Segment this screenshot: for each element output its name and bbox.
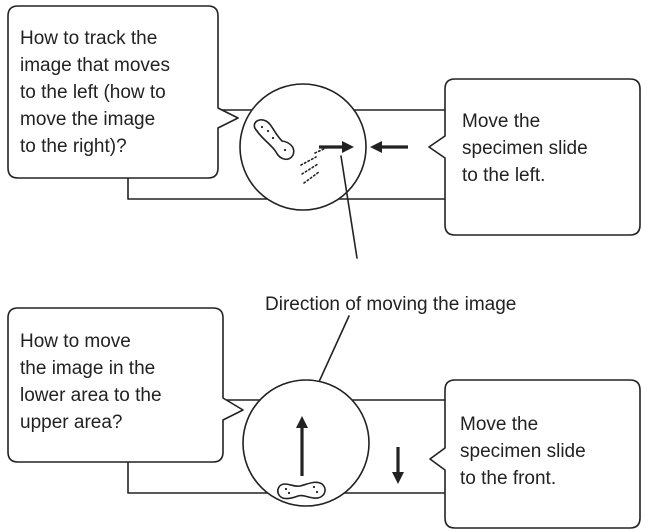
top-question-line: image that moves: [20, 55, 170, 76]
bottom-answer-line: specimen slide: [460, 441, 586, 462]
bottom-answer-text: Move the specimen slide to the front.: [460, 414, 586, 489]
bottom-question-text: How to move the image in the lower area …: [20, 331, 162, 433]
top-question-line: to the right)?: [20, 136, 127, 157]
top-question-line: move the image: [20, 109, 155, 130]
top-panel: [7, 5, 641, 236]
top-question-bubble: [7, 5, 239, 179]
leader-line-top: [340, 155, 358, 259]
top-field-of-view: [239, 83, 367, 211]
top-question-text: How to track the image that moves to the…: [20, 28, 170, 157]
top-question-line: to the left (how to: [20, 82, 166, 103]
top-arrow-right: [319, 141, 354, 153]
leader-line-bottom: [317, 315, 350, 385]
bottom-question-line: the image in the: [20, 358, 155, 379]
direction-label: Direction of moving the image: [265, 294, 516, 315]
bottom-question-line: How to move: [20, 331, 131, 352]
bottom-arrow-down: [392, 447, 404, 484]
top-specimen-blob: [253, 119, 295, 161]
top-answer-line: Move the: [462, 111, 540, 132]
direction-leaders: [317, 155, 358, 385]
bottom-question-bubble: [7, 307, 244, 463]
bottom-question-line: upper area?: [20, 412, 122, 433]
top-question-line: How to track the: [20, 28, 157, 49]
bottom-answer-line: to the front.: [460, 468, 556, 489]
bottom-field-of-view: [242, 379, 370, 507]
bottom-answer-line: Move the: [460, 414, 538, 435]
bottom-question-line: lower area to the: [20, 385, 162, 406]
top-answer-line: specimen slide: [462, 138, 588, 159]
bottom-specimen-blob: [277, 481, 326, 500]
top-answer-line: to the left.: [462, 165, 545, 186]
top-answer-text: Move the specimen slide to the left.: [462, 111, 588, 186]
top-answer-bubble: [428, 78, 641, 236]
bottom-panel: [7, 307, 641, 529]
top-specimen-dots: [260, 125, 287, 152]
top-arrow-left: [370, 141, 408, 153]
bottom-specimen-dots: [284, 485, 319, 495]
bottom-answer-bubble: [429, 379, 641, 529]
bottom-arrow-up: [296, 416, 308, 476]
top-motion-trail: [300, 147, 327, 184]
